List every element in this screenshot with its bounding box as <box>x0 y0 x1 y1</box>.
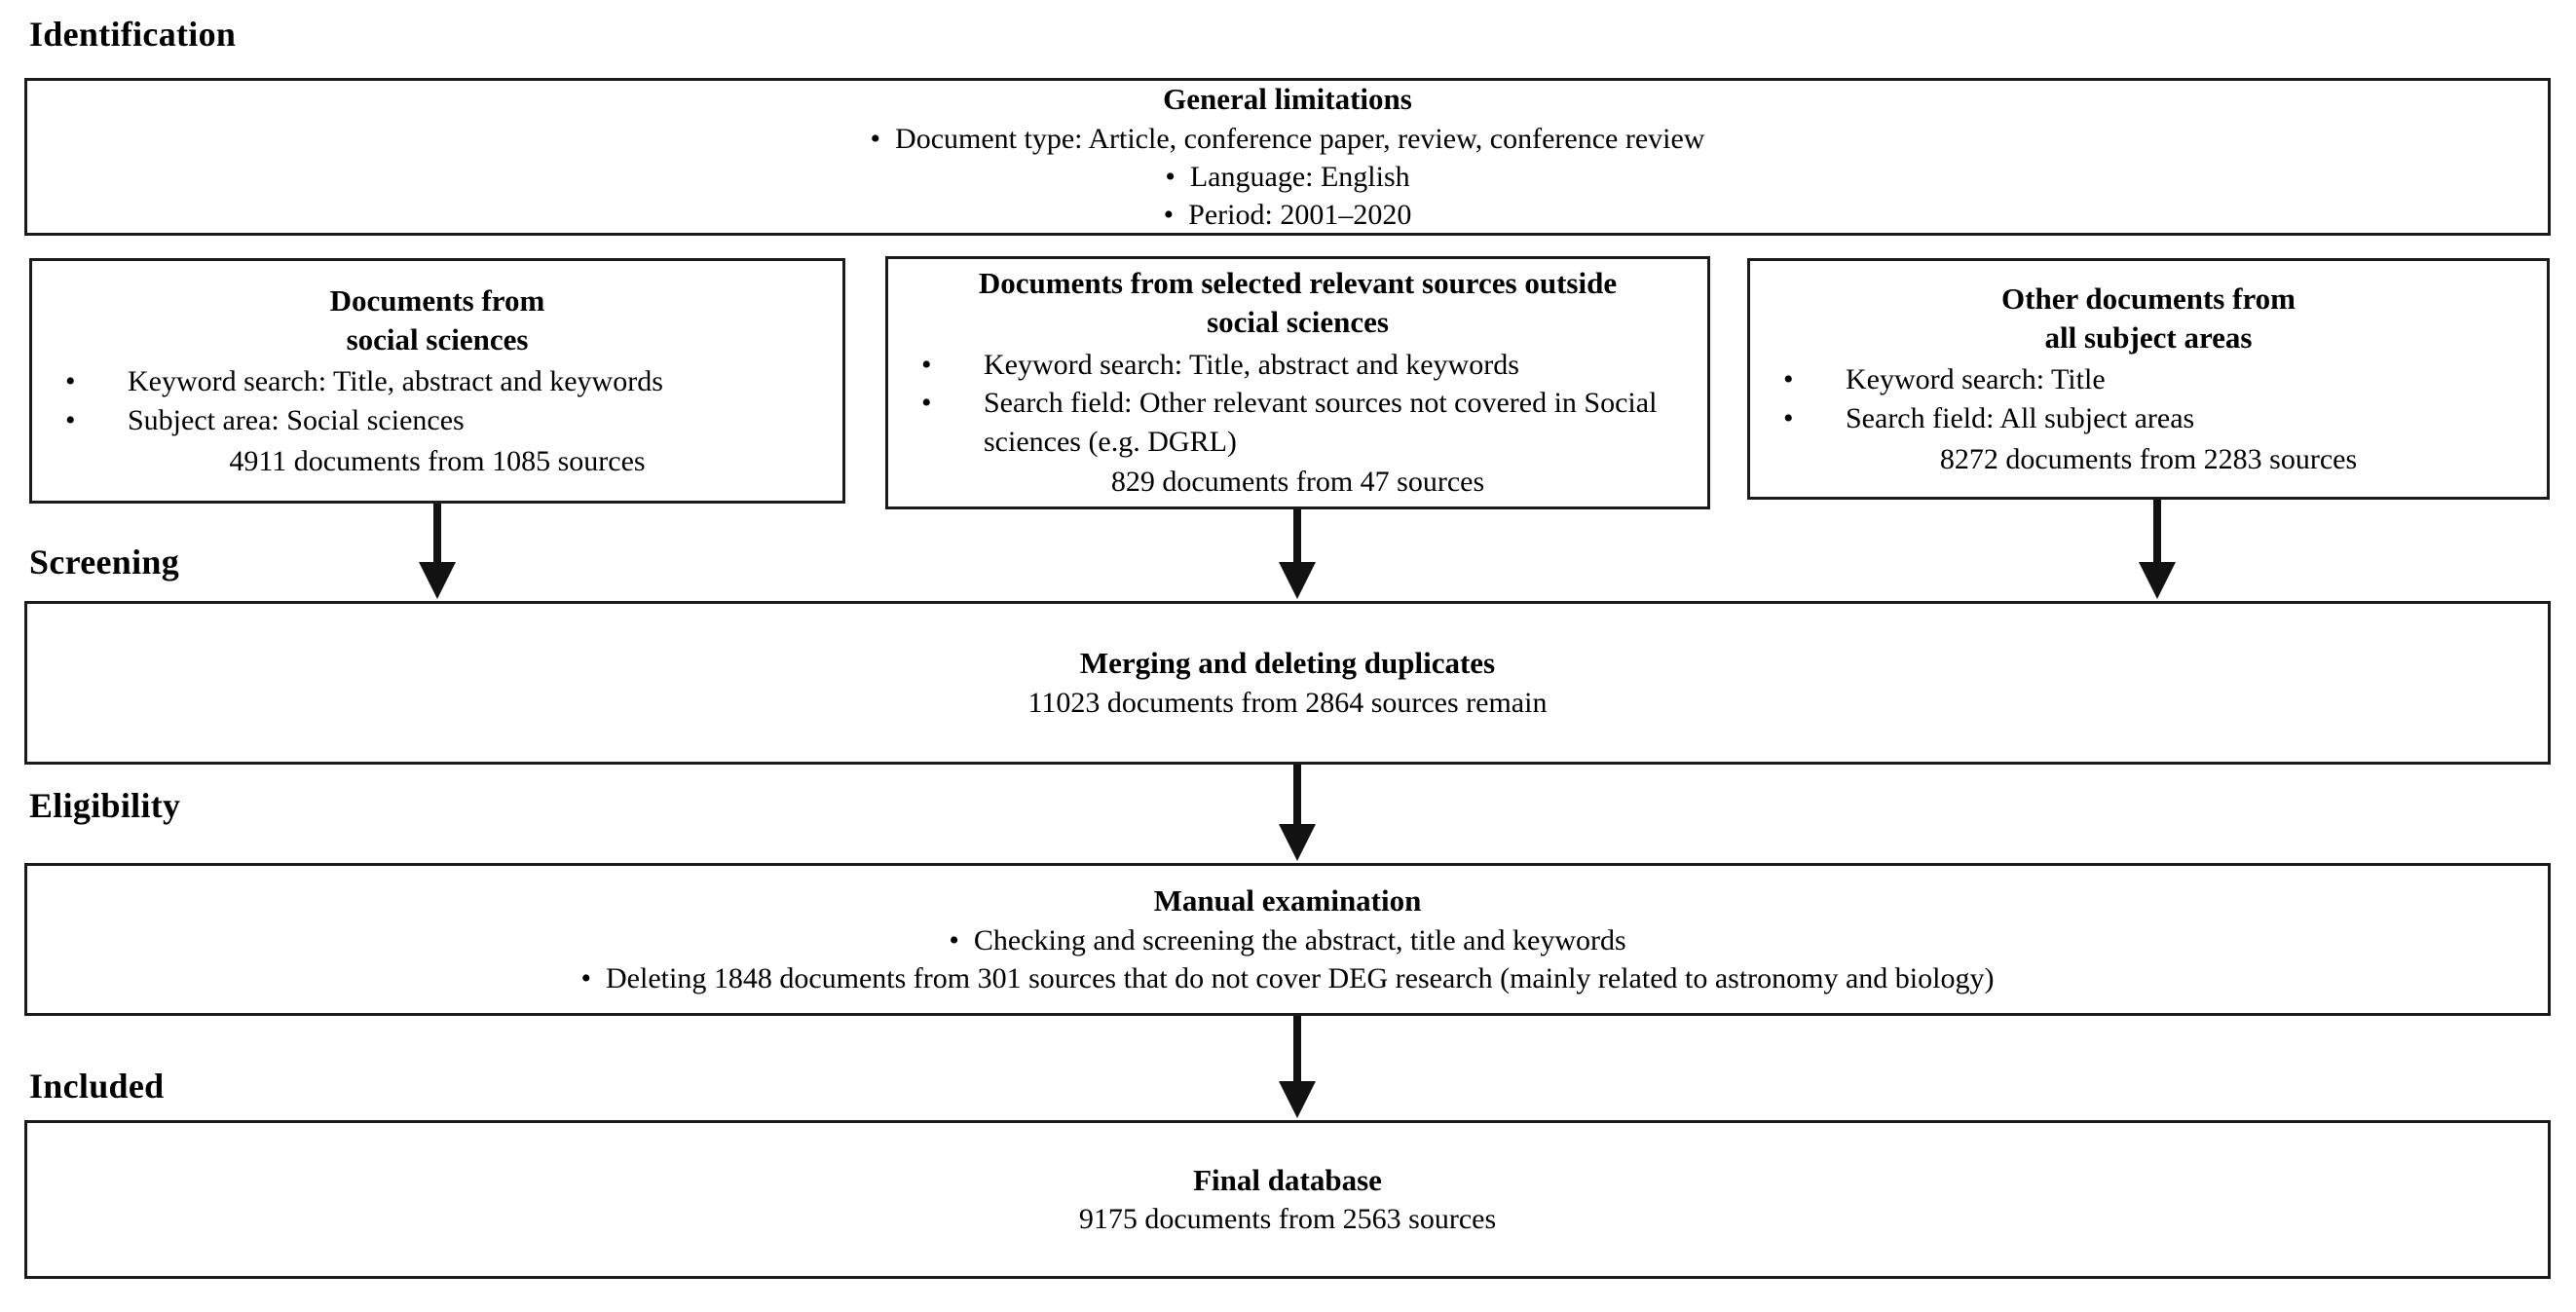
bullet-item: Search field: All subject areas <box>1750 399 2547 438</box>
bullet-item: Language: English <box>27 158 2548 196</box>
box-title: Final database <box>1193 1162 1382 1197</box>
bullet-text: Subject area: Social sciences <box>128 404 465 436</box>
bullet-item: Keyword search: Title <box>1750 360 2547 399</box>
arrow-head <box>419 562 456 599</box>
bullet-item: Keyword search: Title, abstract and keyw… <box>888 346 1707 385</box>
bullet-item: Subject area: Social sciences <box>32 401 842 440</box>
box-title: Documents from selected relevant sources… <box>888 264 1707 343</box>
arrow-stem <box>2153 500 2161 566</box>
bullet-text: Checking and screening the abstract, tit… <box>973 923 1626 956</box>
result-count: 11023 documents from 2864 sources remain <box>1027 686 1548 719</box>
box-title-line: Other documents from <box>2001 281 2296 316</box>
result-count: 9175 documents from 2563 sources <box>1078 1203 1497 1236</box>
arrow-head <box>1279 562 1316 599</box>
arrow-head <box>1279 1081 1316 1118</box>
arrow-down-icon <box>2139 500 2176 599</box>
result-count: 4911 documents from 1085 sources <box>229 444 646 477</box>
bullet-item: Keyword search: Title, abstract and keyw… <box>32 362 842 401</box>
bullet-item: Document type: Article, conference paper… <box>27 120 2548 158</box>
stage-label-included: Included <box>29 1067 165 1106</box>
stage-label-eligibility: Eligibility <box>29 786 181 825</box>
arrow-down-icon <box>419 504 456 599</box>
box-merging-duplicates: Merging and deleting duplicates 11023 do… <box>24 601 2551 765</box>
arrow-head <box>2139 562 2176 599</box>
bullet-text: Search field: All subject areas <box>1846 402 2195 434</box>
box-other-documents: Other documents from all subject areas K… <box>1747 258 2550 500</box>
arrow-stem <box>1293 1016 1301 1085</box>
box-title: Documents from social sciences <box>32 281 842 360</box>
arrow-down-icon <box>1279 765 1316 861</box>
bullet-text: Language: English <box>1189 160 1410 193</box>
bullet-text: Keyword search: Title <box>1846 363 2106 396</box>
box-documents-social-sciences: Documents from social sciences Keyword s… <box>29 258 845 504</box>
arrow-down-icon <box>1279 1016 1316 1118</box>
bullet-text: Keyword search: Title, abstract and keyw… <box>984 348 1519 381</box>
bullet-text: Deleting 1848 documents from 301 sources… <box>606 961 1995 994</box>
bullet-item: Deleting 1848 documents from 301 sources… <box>27 959 2548 997</box>
box-manual-examination: Manual examination Checking and screenin… <box>24 863 2551 1016</box>
box-title: Manual examination <box>1153 883 1422 918</box>
bullet-text: Search field: Other relevant sources not… <box>984 387 1658 458</box>
stage-label-screening: Screening <box>29 543 180 581</box>
box-title: General limitations <box>1163 82 1412 117</box>
result-count: 829 documents from 47 sources <box>1110 466 1485 499</box>
stage-label-identification: Identification <box>29 15 237 54</box>
bullet-item: Checking and screening the abstract, tit… <box>27 921 2548 959</box>
result-count: 8272 documents from 2283 sources <box>1939 442 2358 475</box>
box-title-line: social sciences <box>1207 305 1389 340</box>
bullet-text: Period: 2001–2020 <box>1188 198 1412 231</box>
box-title-line: social sciences <box>346 322 529 357</box>
box-title: Other documents from all subject areas <box>1750 280 2547 358</box>
bullet-text: Keyword search: Title, abstract and keyw… <box>128 365 663 398</box>
arrow-stem <box>1293 765 1301 828</box>
box-documents-outside-social-sciences: Documents from selected relevant sources… <box>885 256 1710 509</box>
bullet-item: Search field: Other relevant sources not… <box>888 384 1707 461</box>
arrow-down-icon <box>1279 509 1316 599</box>
box-title: Merging and deleting duplicates <box>1079 646 1496 681</box>
arrow-head <box>1279 824 1316 861</box>
box-general-limitations: General limitations Document type: Artic… <box>24 78 2551 236</box>
arrow-stem <box>1293 509 1301 566</box>
box-title-line: Documents from selected relevant sources… <box>978 266 1618 301</box>
bullet-item: Period: 2001–2020 <box>27 196 2548 234</box>
box-title-line: all subject areas <box>2044 320 2253 356</box>
arrow-stem <box>433 504 441 566</box>
box-title-line: Documents from <box>329 282 545 318</box>
bullet-text: Document type: Article, conference paper… <box>895 122 1705 155</box>
box-final-database: Final database 9175 documents from 2563 … <box>24 1120 2551 1279</box>
